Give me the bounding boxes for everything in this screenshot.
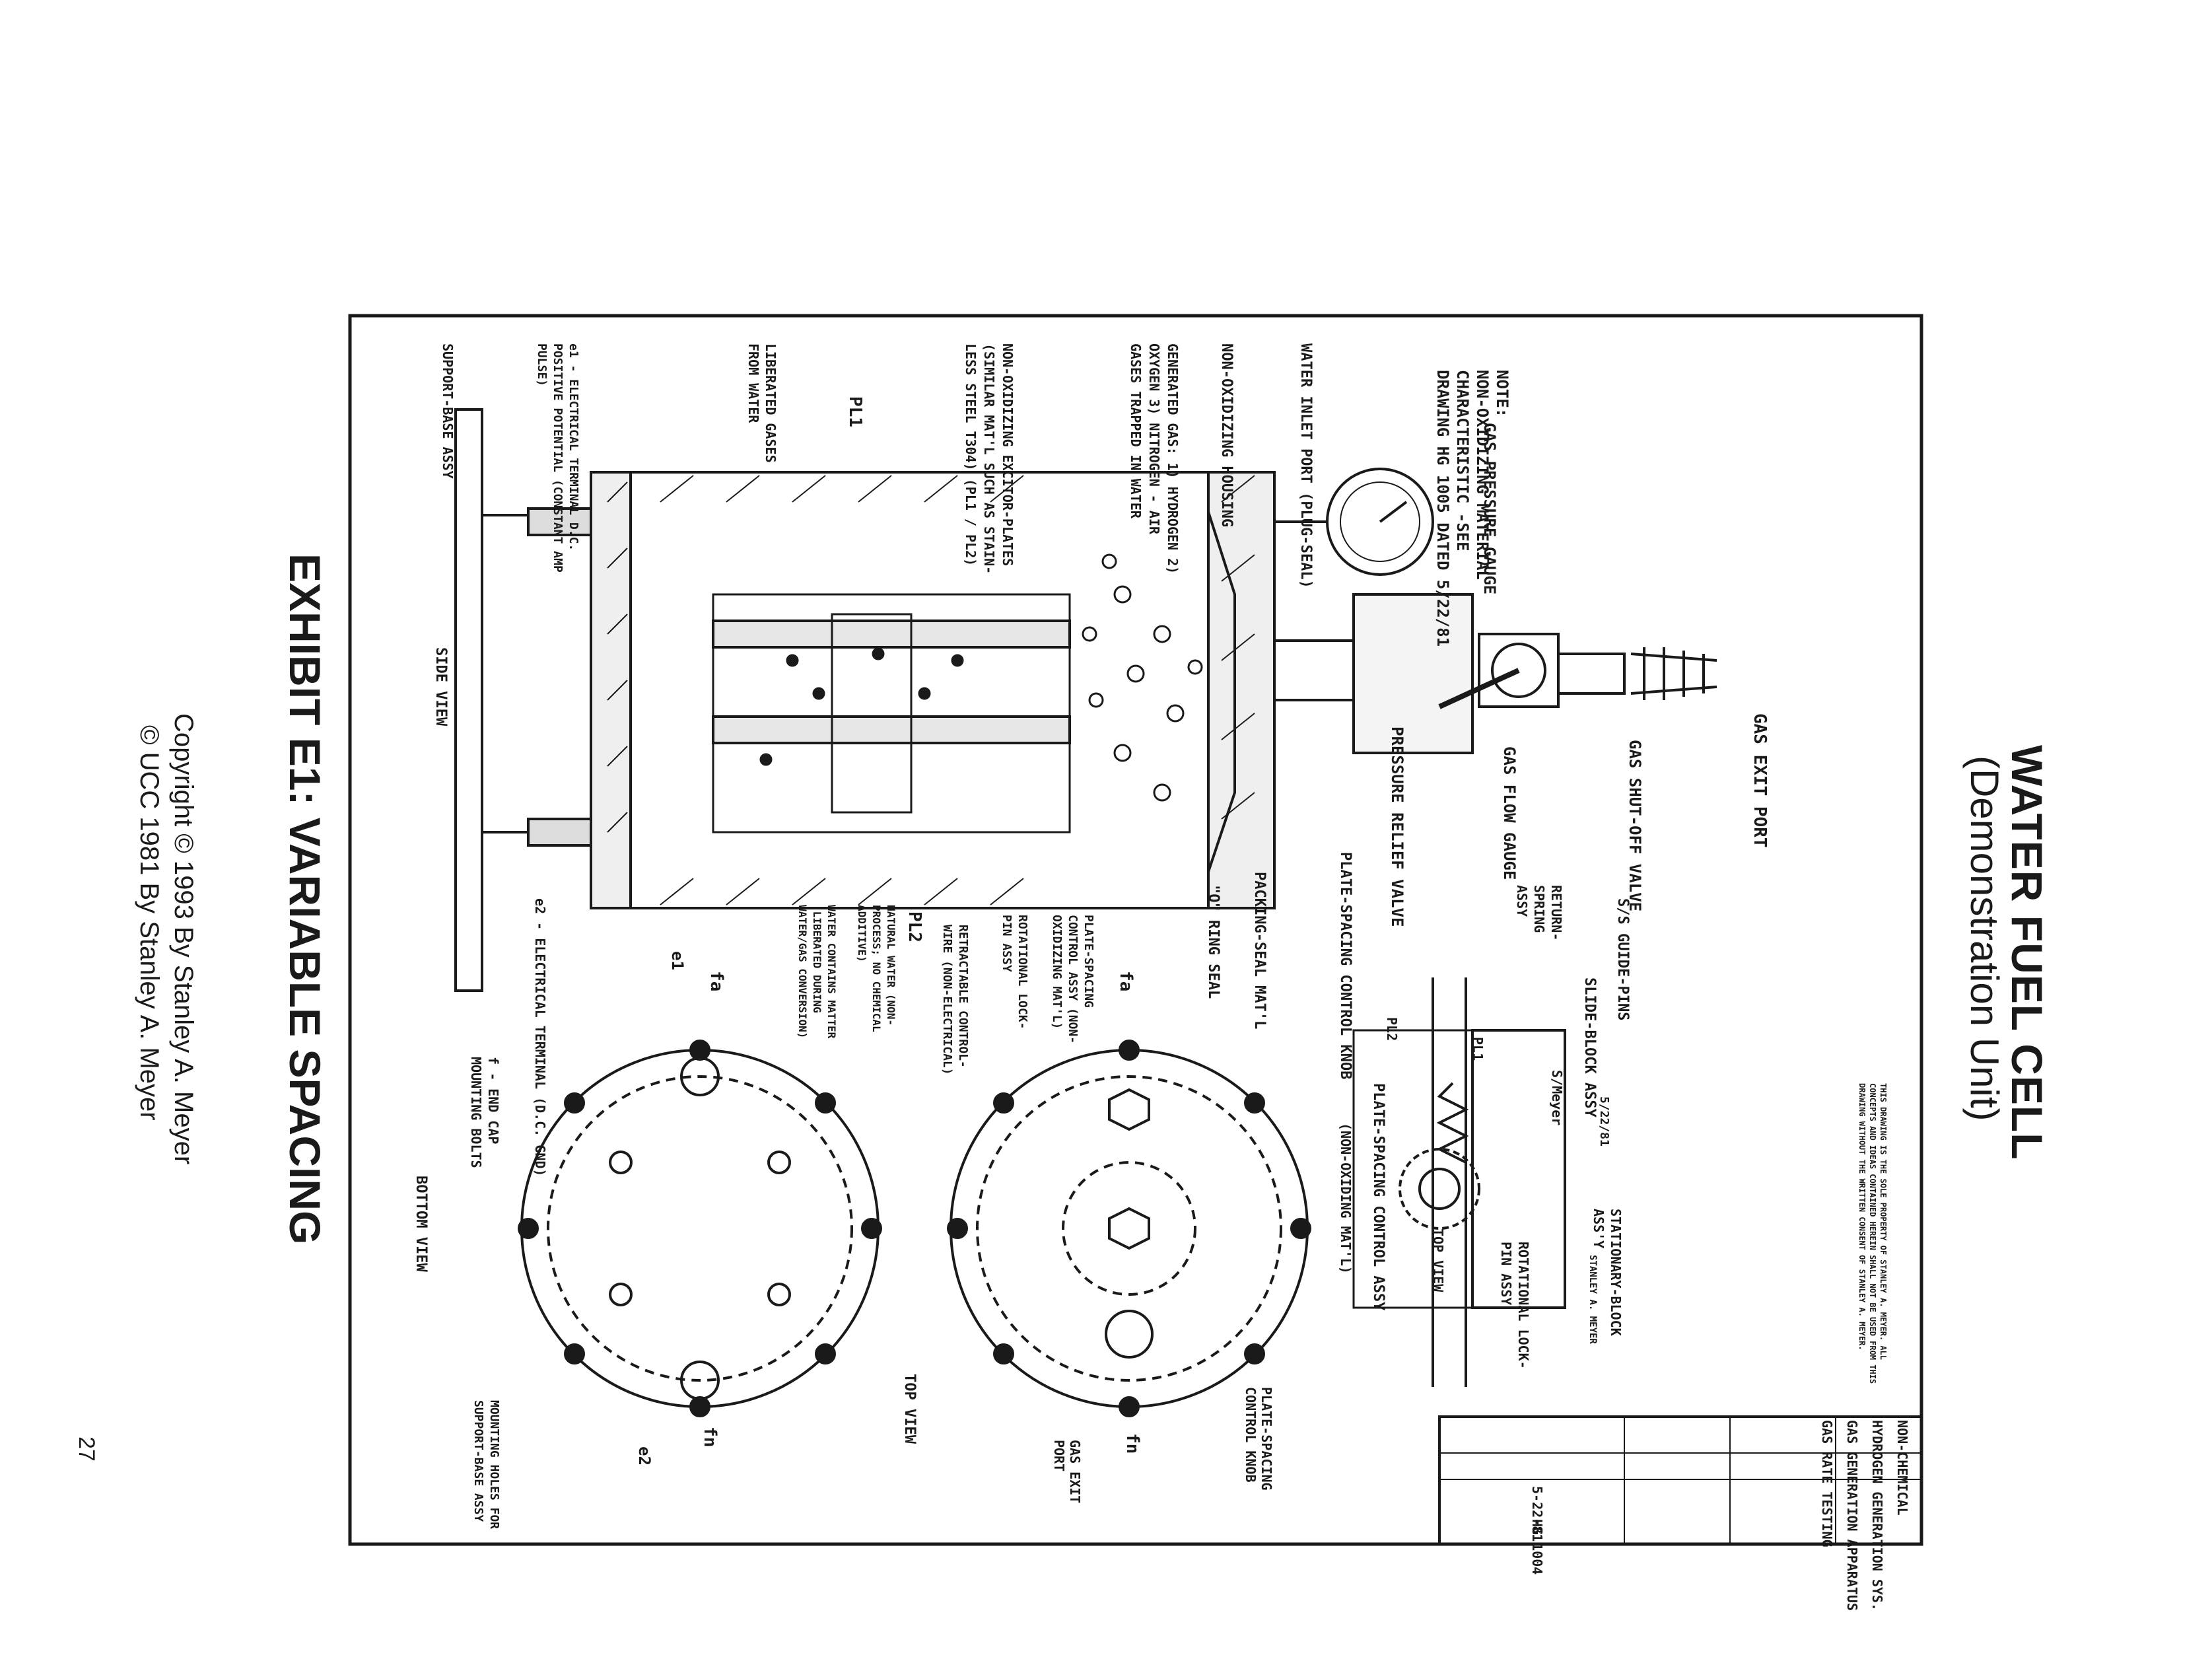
label-o-ring-seal: "O" RING SEAL [1205, 885, 1222, 999]
note-line: CHARACTERISTIC -SEE [1453, 370, 1472, 551]
gas-exit-assembly [1273, 593, 1717, 754]
label-packing-seal: PACKING-SEAL MAT'L [1251, 872, 1268, 1030]
signer-name: STANLEY A. MEYER [1587, 1255, 1598, 1344]
label-liberated-gases: LIBERATED GASES FROM WATER [745, 343, 778, 463]
bottom-view-disk [518, 1040, 882, 1417]
signature-date: 5/22/81 [1597, 1096, 1611, 1147]
note-block: NOTE: NON-OXIDIZING MATERIAL CHARACTERIS… [1433, 370, 1512, 647]
label-pl1: PL1 [845, 396, 865, 427]
label-support-base: SUPPORT-BASE ASSY [440, 343, 456, 479]
title-block-row: GAS RATE TESTING [1819, 1420, 1835, 1547]
title-block-dwg-no: HG 1004 [1529, 1519, 1545, 1575]
label-pl2: PL2 [905, 911, 924, 942]
gas-bubbles [759, 553, 1203, 802]
label-water-gas-conversion: WATER CONTAINS MATTER (LIBERATED DURING … [796, 905, 838, 1039]
label-generated-gas: GENERATED GAS: 1) HYDROGEN 2) OXYGEN 3) … [1128, 343, 1181, 575]
label-gas-flow-gauge: GAS FLOW GAUGE [1500, 746, 1519, 880]
gas-pressure-gauge [1274, 468, 1434, 576]
plate-spacing-control-assy [1352, 977, 1566, 1387]
label-end-cap-bolts: f - END CAP MOUNTING BOLTS [468, 1057, 501, 1168]
label-gas-exit-port-2: GAS EXIT PORT [1051, 1440, 1083, 1504]
label-slide-block: SLIDE-BLOCK ASSY [1581, 977, 1598, 1117]
top-view-disk [947, 1040, 1311, 1417]
label-rotational-lockpin-assy: ROTATIONAL LOCK-PIN ASSY [1498, 1242, 1531, 1369]
label-top-view-small: TOP VIEW [1430, 1228, 1446, 1293]
label-pl1-small: PL1 [1470, 1037, 1486, 1061]
legal-notice: THIS DRAWING IS THE SOLE PROPERTY OF STA… [1857, 1083, 1888, 1384]
title-block-row: HYDROGEN GENERATION SYS. [1869, 1420, 1885, 1611]
title-block-row: NON-CHEMICAL [1894, 1420, 1910, 1516]
drawing-frame [348, 314, 1923, 1546]
note-line: DRAWING HG 1005 DATED 5/22/81 [1434, 370, 1452, 647]
label-plate-spacing-knob: PLATE-SPACING CONTROL KNOB [1337, 852, 1354, 1080]
label-e1-terminal: e1 - ELECTRICAL TERMINAL D.C. POSITIVE P… [535, 343, 580, 573]
label-exciter-plates: NON-OXIDIZING EXCITOR-PLATES (SIMILAR MA… [963, 343, 1016, 575]
label-gas-pressure-gauge: GAS PRESSURE GAUGE [1480, 423, 1499, 595]
label-natural-water: NATURAL WATER (NON-PROCESS; NO CHEMICAL … [856, 905, 897, 1032]
label-bottom-view: BOTTOM VIEW [413, 1176, 429, 1272]
label-fa-top: fa [1116, 971, 1136, 992]
label-non-oxiding-matl: (NON-OXIDING MAT'L) [1338, 1123, 1354, 1274]
label-fn-bottom: fn [700, 1427, 720, 1448]
label-mounting-holes: MOUNTING HOLES FOR SUPPORT-BASE ASSY [471, 1400, 501, 1530]
title-block-text: NON-CHEMICAL HYDROGEN GENERATION SYS. GA… [1815, 1420, 1915, 1611]
label-pressure-relief-valve: PRESSURE RELIEF VALVE [1388, 726, 1406, 927]
label-retractable-control-wire: RETRACTABLE CONTROL-WIRE (NON-ELECTRICAL… [940, 925, 970, 1075]
label-non-oxidizing-housing: NON-OXIDIZING HOUSING [1218, 343, 1235, 528]
label-water-inlet-port: WATER INLET PORT (PLUG-SEAL) [1297, 343, 1314, 588]
side-view-cell [454, 408, 1276, 992]
label-rotational-lockpin: ROTATIONAL LOCK-PIN ASSY [1000, 915, 1029, 1030]
label-gas-shutoff-valve: GAS SHUT-OFF VALVE [1626, 740, 1644, 912]
label-return-spring: RETURN-SPRING ASSY [1514, 885, 1564, 941]
signature-name: S/Meyer [1549, 1070, 1565, 1126]
label-fa-bottom: fa [707, 971, 726, 992]
label-side-view: SIDE VIEW [432, 647, 449, 726]
label-plate-spacing-assy-title: PLATE-SPACING CONTROL ASSY [1370, 1083, 1387, 1311]
label-e2-terminal: e2 - ELECTRICAL TERMINAL (D.C. GND) [532, 898, 548, 1177]
title-block-row: GAS GENERATION APPARATUS [1844, 1420, 1860, 1611]
title-block [1438, 1415, 1923, 1545]
label-e2-bottom: e2 [635, 1446, 654, 1466]
label-fn-top: fn [1123, 1433, 1142, 1454]
label-ss-guide-pins: S/S GUIDE-PINS [1614, 898, 1631, 1021]
label-gas-exit-port: GAS EXIT PORT [1750, 713, 1770, 848]
label-e1-bottom: e1 [668, 951, 687, 970]
label-plate-spacing-knob-2: PLATE-SPACING CONTROL KNOB [1243, 1387, 1274, 1491]
label-top-view: TOP VIEW [901, 1374, 918, 1444]
label-pl2-small: PL2 [1384, 1017, 1400, 1042]
label-plate-spacing-control-assy: PLATE-SPACING CONTROL ASSY (NON-OXIDIZIN… [1050, 915, 1095, 1044]
